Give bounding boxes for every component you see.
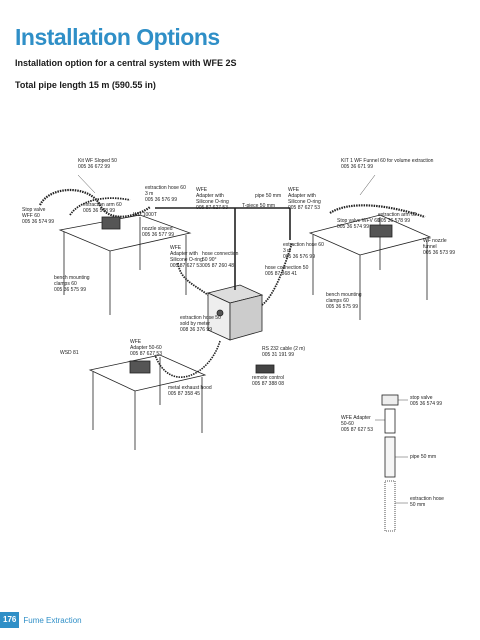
label-extraction-hose-meter: extraction hose 50 sold by meter 008 36 … <box>180 315 221 333</box>
hose-center-left <box>177 262 209 296</box>
label-remote-control: remote control 005 87 388 08 <box>252 375 284 387</box>
soldering-station-right <box>369 224 393 238</box>
hose-right <box>329 204 426 219</box>
label-pipe-detail: pipe 50 mm <box>410 454 437 460</box>
installation-diagram: Kit WF Sloped 50 005 36 672 99 KIT 1 WF … <box>22 145 460 540</box>
label-stop-valve-detail: stop valve 005 36 574 99 <box>410 395 442 407</box>
label-hose-connection-left: hose connection 50 90° 005 87 260 48 <box>202 251 239 269</box>
page-title: Installation Options <box>15 24 220 50</box>
label-wfe-adapter-mid: WFE Adapter with Silicone O-ring 005 87 … <box>170 245 203 269</box>
page-subtitle: Installation option for a central system… <box>15 58 237 68</box>
remote-control-device <box>255 364 275 374</box>
label-stop-valve-left: Stop valve WFF 60 005 36 574 99 <box>22 207 54 225</box>
label-metal-exhaust: metal exhaust hood 005 87 358 45 <box>168 385 212 397</box>
label-bench-clamps-left: bench mounting clamps 60 005 36 575 99 <box>54 275 90 293</box>
label-wfe-adapter-top: WFE Adapter with Silicone O-ring 005 87 … <box>196 187 229 211</box>
label-wfe-adapter-bottom: WFE Adapter 50-60 005 87 627 53 <box>130 339 162 357</box>
label-wf-nozzle-funnel: WF nozzle funnel 005 36 573 99 <box>423 238 455 256</box>
label-stop-valve-right: Stop valve WFV 60 005 36 574 99 <box>337 218 380 230</box>
label-extraction-arm-right: extraction arm 60 005 36 578 99 <box>378 212 417 224</box>
label-wfe-adapter-detail: WFE Adapter 50-60 005 87 627 53 <box>341 415 373 433</box>
label-wsd-81: WSD 81 <box>60 350 79 356</box>
pipe-length: Total pipe length 15 m (590.55 in) <box>15 80 156 90</box>
hose-center-right <box>261 242 293 306</box>
label-extraction-arm-left: extraction arm 60 005 36 578 99 <box>83 202 122 214</box>
detail-hose <box>384 480 396 532</box>
detail-pipe <box>384 436 396 478</box>
label-rs232: RS 232 cable (2 m) 005 31 191 99 <box>262 346 306 358</box>
detail-stop-valve <box>381 394 399 406</box>
page-footer: 176 Fume Extraction <box>0 612 82 628</box>
label-wfe-adapter-top-right: WFE Adapter with Silicone O-ring 005 87 … <box>288 187 321 211</box>
label-kit-wf-sloped: Kit WF Sloped 50 005 36 672 99 <box>78 158 117 170</box>
hose-left-arm <box>69 197 131 216</box>
hose-bottom <box>154 340 221 378</box>
label-pipe-50: pipe 50 mm <box>255 193 282 199</box>
label-extraction-hose-detail: extraction hose 50 mm <box>410 496 444 508</box>
label-kit-wf-funnel: KIT 1 WF Funnel 60 for volume extraction… <box>341 158 434 170</box>
label-nozzle-sloped: nozzle sloped 005 36 577 99 <box>142 226 174 238</box>
label-t-piece: T-piece 50 mm <box>242 203 276 209</box>
label-hose-connection-right: hose connection 50 005 87 368 41 <box>265 265 309 277</box>
hose-left <box>39 188 151 218</box>
page-number: 176 <box>0 612 20 628</box>
diagram-drawing <box>39 174 432 532</box>
central-extraction-unit <box>206 284 264 341</box>
detail-adapter <box>384 408 396 434</box>
section-name: Fume Extraction <box>23 615 82 625</box>
label-extraction-hose-right: extraction hose 60 3 m 005 36 576 99 <box>283 242 324 260</box>
label-wd-1000t: WD 1000T <box>133 212 157 218</box>
soldering-station-left <box>101 216 121 230</box>
label-bench-clamps-right: bench mounting clamps 60 005 36 575 99 <box>326 292 362 310</box>
label-extraction-hose-top: extraction hose 60 3 m 005 36 576 99 <box>145 185 186 203</box>
soldering-station-bottom <box>129 360 151 374</box>
